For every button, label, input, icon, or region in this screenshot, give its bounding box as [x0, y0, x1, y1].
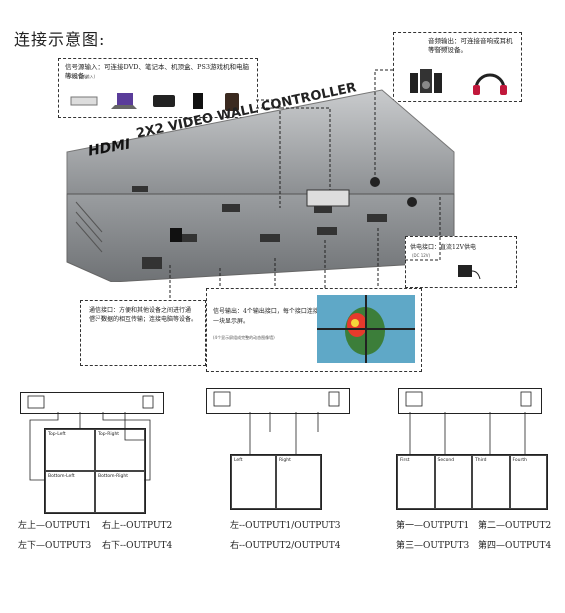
audio-output-box: 音频输出：可连接音响或耳机等音频设备。 (L/R OUT): [393, 32, 522, 102]
diagram1-cell: Bottom-Left: [45, 471, 95, 513]
input-source-text: 信号源输入：可连接DVD、笔记本、机顶盒、PS3游戏机和电脑等设备。: [65, 63, 249, 80]
signal-output-box: 信号输出：4个输出接口，每个接口连接一块显示屏。 (4个显示屏组成完整的动态图像…: [206, 288, 422, 372]
diagram1-caption: 右下--OUTPUT4: [102, 541, 173, 551]
diagram1-device: [20, 392, 164, 414]
power-port-sub: (DC 12V): [412, 253, 431, 258]
power-port-box: 供电接口：直流12V供电 (DC 12V): [405, 236, 517, 288]
audio-output-sub: (L/R OUT): [430, 46, 450, 51]
diagram3-wall: First Second Third Fourth: [396, 454, 548, 510]
source-devices-icon: [70, 93, 239, 111]
page-title: 连接示意图:: [14, 30, 106, 49]
diagram3-cell: Second: [434, 455, 472, 509]
power-port-text: 供电接口：直流12V供电: [410, 244, 476, 251]
comm-port-text: 通信接口：方便和其他设备之间进行通信、数据的相互传输；连接电脑等设备。: [89, 307, 198, 323]
diagram2-caption: 左--OUTPUT1/OUTPUT3: [230, 521, 341, 531]
diagram2-wall: Left Right: [230, 454, 322, 510]
audio-output-text: 音频输出：可连接音响或耳机等音频设备。: [428, 37, 513, 54]
comm-port-sub: (RS232): [91, 315, 108, 320]
input-source-box: 信号源输入：可连接DVD、笔记本、机顶盒、PS3游戏机和电脑等设备。 (HDMI…: [58, 58, 258, 118]
diagram2-device: [206, 388, 350, 414]
diagram3-caption: 第一—OUTPUT1: [396, 521, 470, 531]
diagram3-cell: First: [397, 455, 435, 509]
signal-output-text: 信号输出：4个输出接口，每个接口连接一块显示屏。: [213, 308, 319, 325]
diagram3-device: [398, 388, 542, 414]
signal-output-sub: (4个显示屏组成完整的动态图像墙): [213, 335, 275, 340]
diagram1-caption: 右上--OUTPUT2: [102, 521, 173, 531]
diagram2-caption: 右--OUTPUT2/OUTPUT4: [230, 541, 341, 551]
diagram1-cell: Top-Right: [95, 429, 145, 471]
diagram3-cell: Fourth: [509, 455, 547, 509]
diagram1-cell: Bottom-Right: [95, 471, 145, 513]
speakers-headphones-icon: [410, 69, 507, 95]
diagram1-caption: 左上—OUTPUT1: [18, 521, 92, 531]
power-adapter-icon: [458, 265, 481, 280]
diagram1-caption: 左下—OUTPUT3: [18, 541, 92, 551]
diagram3-caption: 第三—OUTPUT3: [396, 541, 470, 551]
diagram3-caption: 第四—OUTPUT4: [478, 541, 552, 551]
video-wall-controller-device: [66, 89, 455, 282]
video-wall-parrot-image: [317, 295, 415, 363]
input-source-sub: (HDMI/DVI输入): [65, 74, 96, 79]
diagram3-caption: 第二—OUTPUT2: [478, 521, 552, 531]
comm-port-box: 通信接口：方便和其他设备之间进行通信、数据的相互传输；连接电脑等设备。 (RS2…: [80, 300, 206, 366]
diagram3-cell: Third: [472, 455, 510, 509]
diagram2-cell: Right: [276, 455, 321, 509]
diagram2-cell: Left: [231, 455, 276, 509]
diagram1-cell: Top-Left: [45, 429, 95, 471]
diagram1-wall: Top-Left Top-Right Bottom-Left Bottom-Ri…: [44, 428, 146, 514]
